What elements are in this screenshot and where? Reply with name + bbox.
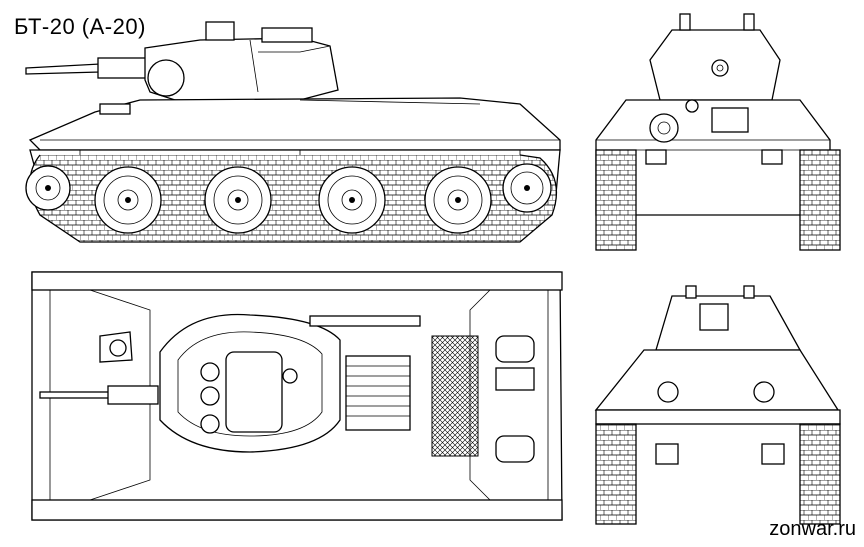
top-commander-hatch	[225, 351, 283, 433]
front-right-track	[799, 149, 841, 251]
gun-barrel	[25, 63, 101, 75]
top-view	[31, 271, 563, 521]
left-fender	[31, 271, 563, 291]
front-view	[595, 13, 841, 251]
road-wheels	[25, 163, 552, 234]
drawing-title: БТ-20 (А-20)	[14, 14, 146, 39]
commander-hatch	[205, 21, 235, 41]
right-fender	[31, 499, 563, 521]
source-watermark: zonwar.ru	[769, 518, 856, 540]
top-gun-barrel	[39, 391, 111, 399]
engine-grille	[431, 335, 479, 457]
front-left-track	[595, 149, 637, 251]
engine-deck	[345, 355, 411, 431]
side-view	[25, 21, 561, 243]
gun-mantlet	[97, 57, 149, 79]
rear-hull	[594, 349, 840, 411]
rear-right-track	[799, 423, 841, 525]
turret	[144, 37, 339, 101]
rear-left-track	[595, 423, 637, 525]
rear-view	[594, 285, 841, 525]
